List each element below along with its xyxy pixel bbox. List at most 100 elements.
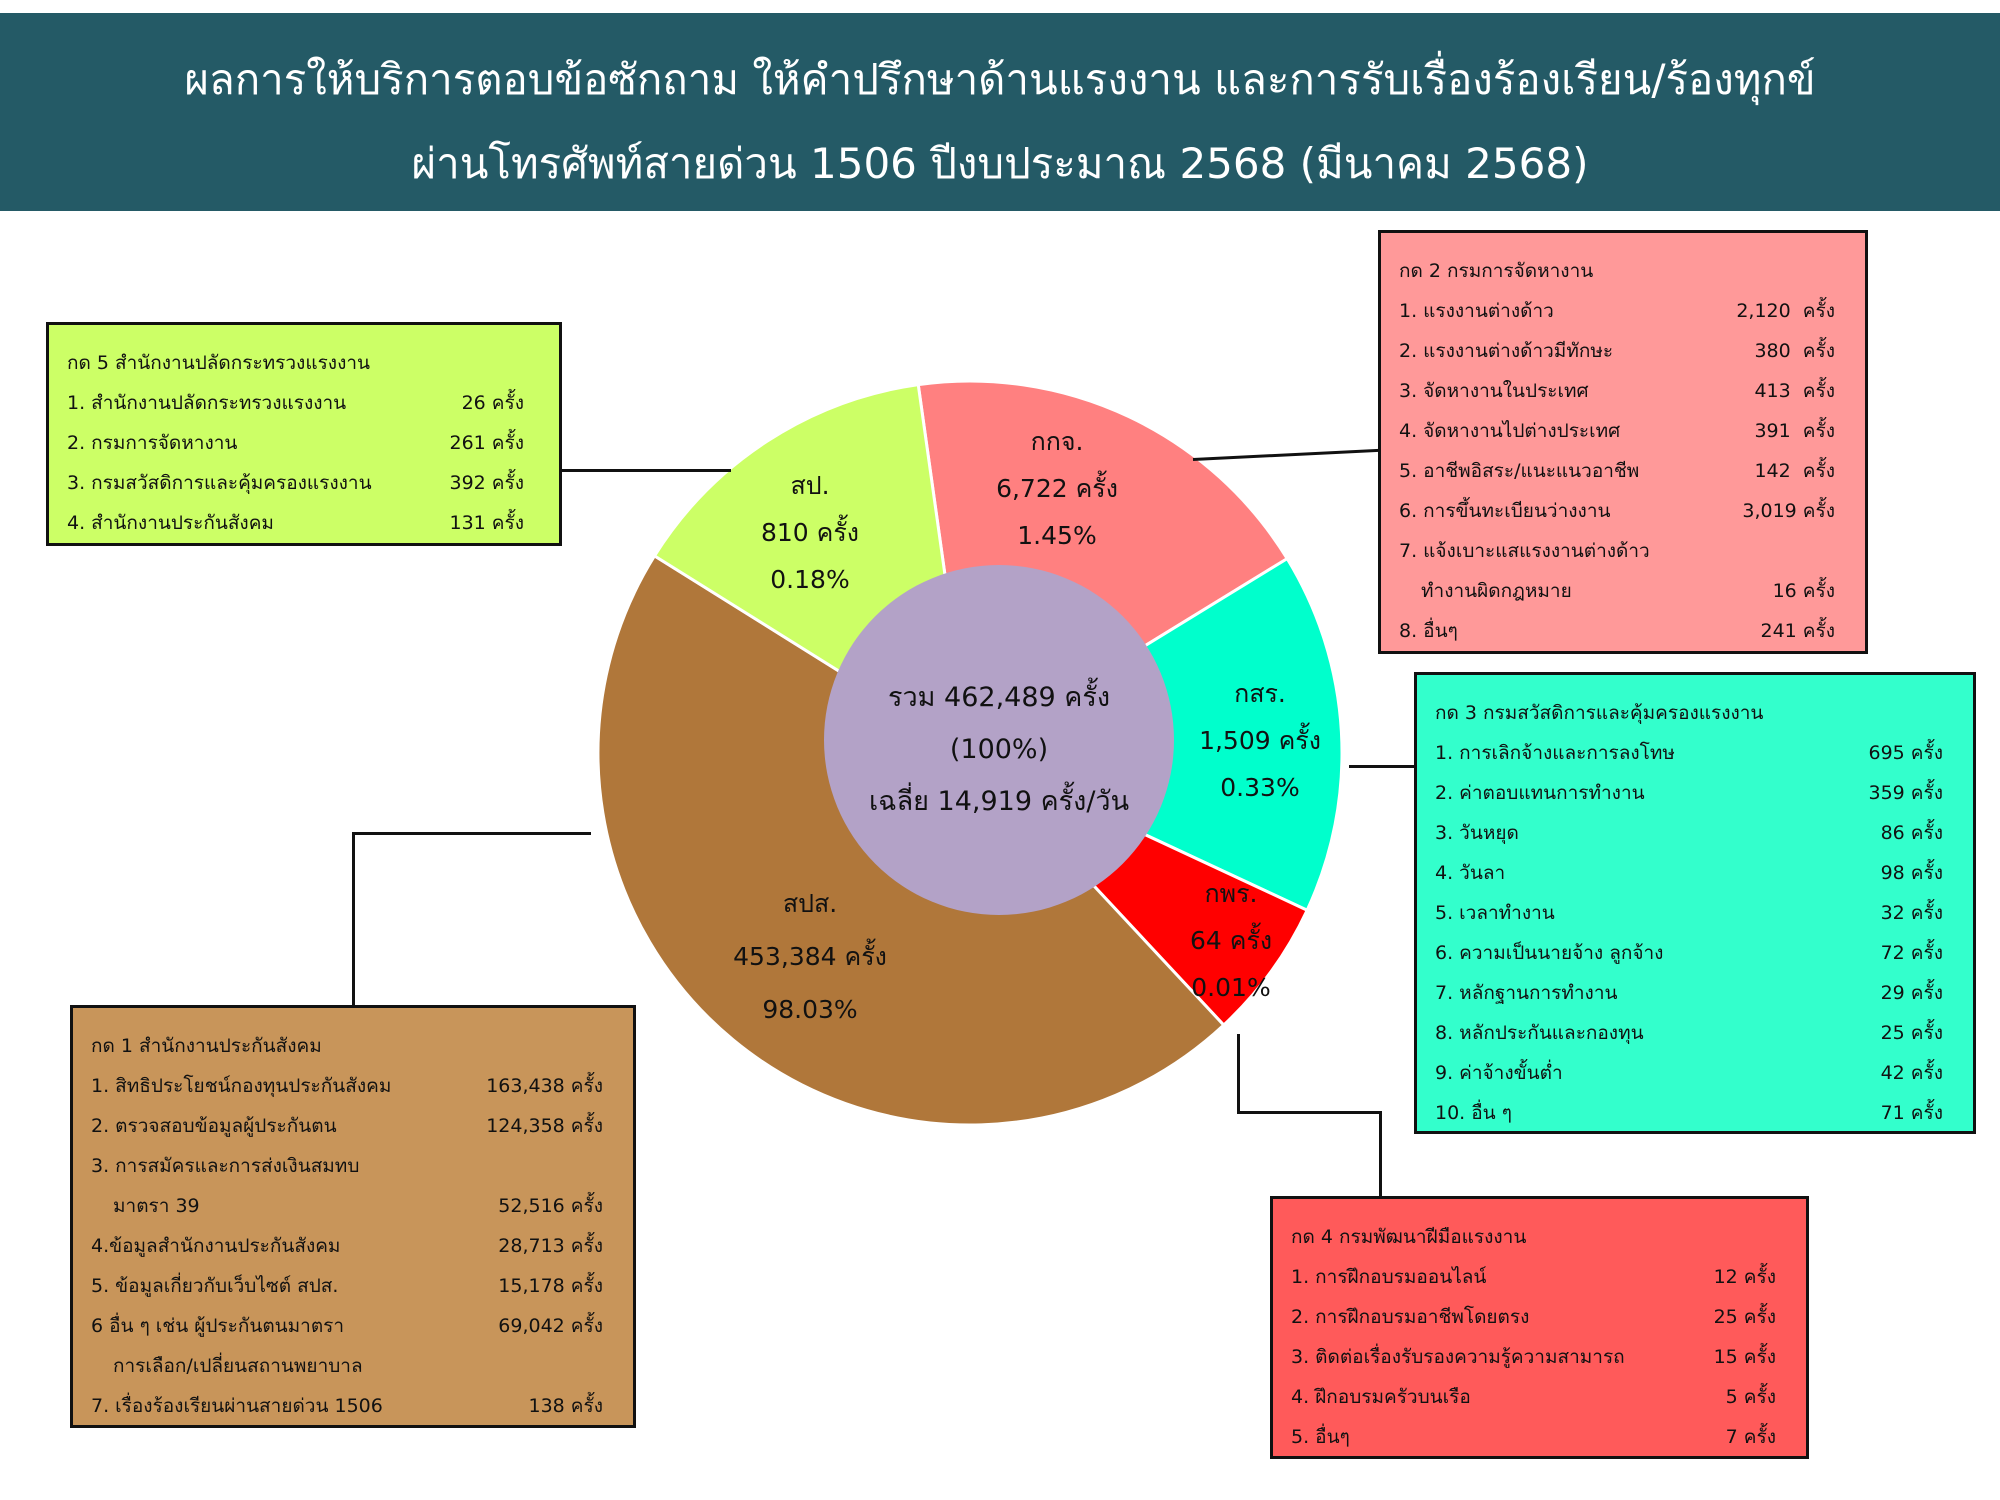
item-value: 25 ครั้ง	[1880, 1022, 1943, 1044]
item-value: 42 ครั้ง	[1880, 1062, 1943, 1084]
item-label: 1. แรงงานต่างด้าว	[1399, 300, 1554, 322]
box-press-5: กด 5 สำนักงานปลัดกระทรวงแรงงาน 1. สำนักงา…	[46, 322, 562, 546]
list-item: 1. การฝึกอบรมออนไลน์12 ครั้ง	[1291, 1257, 1776, 1297]
list-item: ทำงานผิดกฎหมาย 16 ครั้ง	[1399, 571, 1835, 611]
title-line-2: ผ่านโทรศัพท์สายด่วน 1506 ปีงบประมาณ 2568…	[411, 139, 1589, 188]
item-value: 138 ครั้ง	[528, 1395, 604, 1417]
box-title: กด 5 สำนักงานปลัดกระทรวงแรงงาน	[67, 352, 370, 374]
item-label: 2. แรงงานต่างด้าวมีทักษะ	[1399, 340, 1614, 362]
item-value: 71 ครั้ง	[1880, 1102, 1943, 1124]
list-item: 9. ค่าจ้างขั้นต่ำ 42 ครั้ง	[1435, 1053, 1943, 1093]
item-label: 8. หลักประกันและกองทุน	[1435, 1022, 1644, 1044]
item-label: 6. ความเป็นนายจ้าง ลูกจ้าง	[1435, 942, 1664, 964]
list-item: 6. ความเป็นนายจ้าง ลูกจ้าง 72 ครั้ง	[1435, 933, 1943, 973]
item-value: 69,042 ครั้ง	[498, 1315, 603, 1337]
box-title: กด 2 กรมการจัดหางาน	[1399, 260, 1594, 282]
item-label: 3. ติดต่อเรื่องรับรองความรู้ความสามารถ	[1291, 1346, 1625, 1368]
item-value: 15 ครั้ง	[1713, 1346, 1776, 1368]
center-total-label: รวม 462,489 ครั้ง(100%)เฉลี่ย 14,919 ครั…	[868, 682, 1130, 817]
list-item: 7. หลักฐานการทำงาน 29 ครั้ง	[1435, 973, 1943, 1013]
item-value: 16 ครั้ง	[1772, 580, 1835, 602]
item-value: 7 ครั้ง	[1725, 1426, 1776, 1448]
item-value: 98 ครั้ง	[1880, 862, 1943, 884]
item-label: 4. ฝึกอบรมครัวบนเรือ	[1291, 1386, 1471, 1408]
item-value: 72 ครั้ง	[1880, 942, 1943, 964]
item-label: มาตรา 39	[113, 1195, 200, 1217]
connector-box3	[1349, 765, 1415, 768]
item-value: 32 ครั้ง	[1880, 902, 1943, 924]
list-item: 3. การสมัครและการส่งเงินสมทบ	[91, 1146, 603, 1186]
item-label: การเลือก/เปลี่ยนสถานพยาบาล	[113, 1355, 363, 1377]
item-label: 9. ค่าจ้างขั้นต่ำ	[1435, 1062, 1563, 1084]
item-value: 124,358 ครั้ง	[486, 1115, 603, 1137]
item-label: 4. สำนักงานประกันสังคม	[67, 512, 274, 534]
title-line-1: ผลการให้บริการตอบข้อซักถาม ให้คำปรึกษาด้…	[184, 55, 1816, 104]
item-value: 3,019 ครั้ง	[1742, 500, 1835, 522]
item-label: 3. การสมัครและการส่งเงินสมทบ	[91, 1155, 360, 1177]
item-label: 4.ข้อมูลสำนักงานประกันสังคม	[91, 1235, 341, 1257]
item-label: 2. ตรวจสอบข้อมูลผู้ประกันตน	[91, 1115, 337, 1137]
list-item: 5. เวลาทำงาน 32 ครั้ง	[1435, 893, 1943, 933]
list-item: 6 อื่น ๆ เช่น ผู้ประกันตนมาตรา 69,042 ครั…	[91, 1306, 603, 1346]
box-title: กด 3 กรมสวัสดิการและคุ้มครองแรงงาน	[1435, 702, 1764, 724]
item-label: 3. กรมสวัสดิการและคุ้มครองแรงงาน	[67, 472, 372, 494]
item-label: ทำงานผิดกฎหมาย	[1421, 580, 1572, 602]
box-press-3: กด 3 กรมสวัสดิการและคุ้มครองแรงงาน 1. การ…	[1414, 672, 1976, 1134]
list-item: 5. อื่นๆ 7 ครั้ง	[1291, 1417, 1776, 1457]
list-item: 2. แรงงานต่างด้าวมีทักษะ 380 ครั้ง	[1399, 331, 1835, 371]
item-value: 163,438 ครั้ง	[486, 1075, 603, 1097]
list-item: 2. ตรวจสอบข้อมูลผู้ประกันตน 124,358 ครั้ง	[91, 1106, 603, 1146]
page-header: ผลการให้บริการตอบข้อซักถาม ให้คำปรึกษาด้…	[0, 13, 2000, 211]
box-title: กด 1 สำนักงานประกันสังคม	[91, 1035, 322, 1057]
item-value: 15,178 ครั้ง	[498, 1275, 603, 1297]
item-label: 7. หลักฐานการทำงาน	[1435, 982, 1618, 1004]
list-item: การเลือก/เปลี่ยนสถานพยาบาล	[91, 1346, 603, 1386]
item-label: 1. สำนักงานปลัดกระทรวงแรงงาน	[67, 392, 347, 414]
item-label: 5. เวลาทำงาน	[1435, 902, 1555, 924]
item-label: 5. ข้อมูลเกี่ยวกับเว็บไซต์ สปส.	[91, 1275, 339, 1297]
item-label: 10. อื่น ๆ	[1435, 1102, 1512, 1124]
item-label: 5. อื่นๆ	[1291, 1426, 1350, 1448]
list-item: 8. หลักประกันและกองทุน 25 ครั้ง	[1435, 1013, 1943, 1053]
item-value: 380 ครั้ง	[1754, 340, 1835, 362]
item-label: 6 อื่น ๆ เช่น ผู้ประกันตนมาตรา	[91, 1315, 345, 1337]
item-value: 695 ครั้ง	[1868, 742, 1944, 764]
center-circle	[824, 565, 1174, 915]
list-item: 10. อื่น ๆ 71 ครั้ง	[1435, 1093, 1943, 1133]
item-label: 7. แจ้งเบาะแสแรงงานต่างด้าว	[1399, 540, 1650, 562]
item-value: 359 ครั้ง	[1868, 782, 1944, 804]
item-value: 25 ครั้ง	[1713, 1306, 1776, 1328]
item-label: 7. เรื่องร้องเรียนผ่านสายด่วน 1506	[91, 1395, 383, 1417]
item-label: 1. การเลิกจ้างและการลงโทษ	[1435, 742, 1675, 764]
list-item: 7. แจ้งเบาะแสแรงงานต่างด้าว	[1399, 531, 1835, 571]
list-item: 5. ข้อมูลเกี่ยวกับเว็บไซต์ สปส. 15,178 คร…	[91, 1266, 603, 1306]
item-value: 241 ครั้ง	[1760, 620, 1836, 642]
item-value: 29 ครั้ง	[1880, 982, 1943, 1004]
list-item: 1. การเลิกจ้างและการลงโทษ 695 ครั้ง	[1435, 733, 1943, 773]
connector-box5	[561, 469, 731, 472]
item-label: 4. จัดหางานไปต่างประเทศ	[1399, 420, 1621, 442]
item-label: 2. การฝึกอบรมอาชีพโดยตรง	[1291, 1306, 1530, 1328]
item-value: 413 ครั้ง	[1754, 380, 1835, 402]
list-item: 7. เรื่องร้องเรียนผ่านสายด่วน 1506 138 คร…	[91, 1386, 603, 1426]
box-title: กด 4 กรมพัฒนาฝีมือแรงงาน	[1291, 1226, 1527, 1248]
